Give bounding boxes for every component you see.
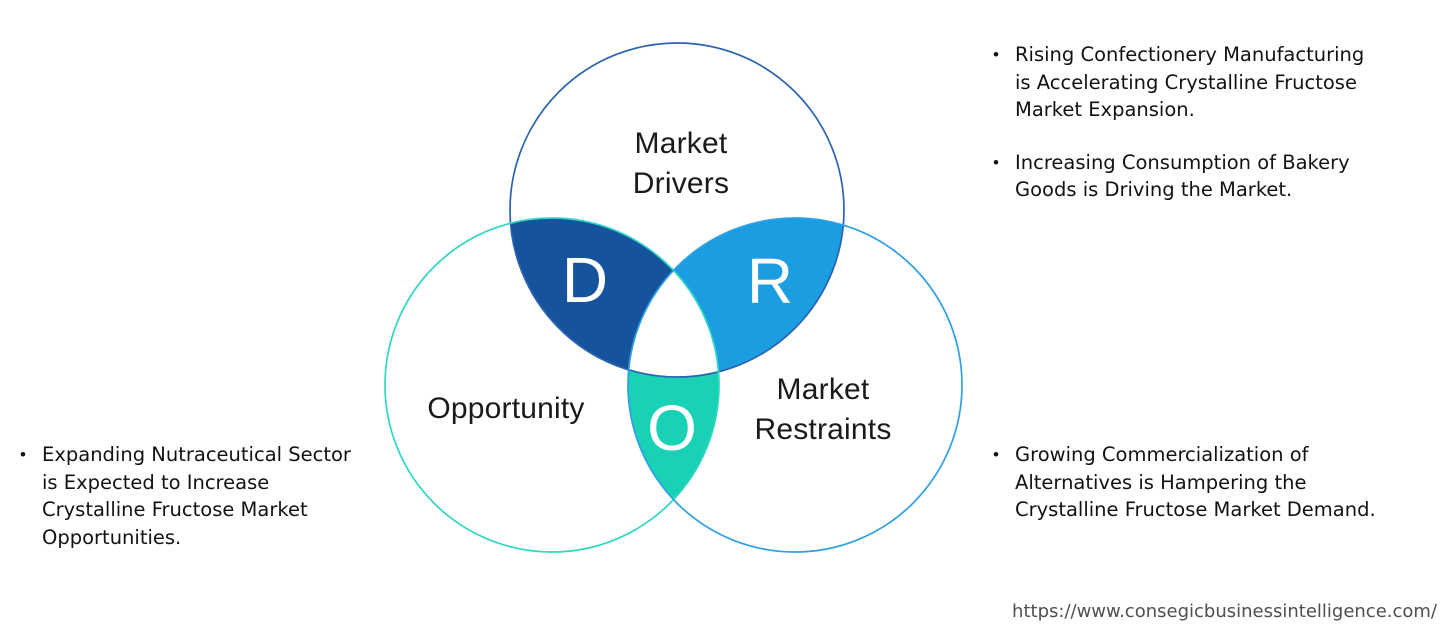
bullet-icon: • — [993, 152, 999, 172]
label-market-restraints: Market Restraints — [754, 373, 892, 446]
source-url: https://www.consegicbusinessintelligence… — [1012, 601, 1437, 622]
driver-note-text-1: Rising Confectionery Manufacturing is Ac… — [1015, 43, 1365, 121]
bullet-list-driver-notes: • Rising Confectionery Manufacturing is … — [993, 41, 1423, 204]
list-item: • Increasing Consumption of Bakery Goods… — [993, 149, 1423, 204]
restraint-note-text: Growing Commercialization of Alternative… — [1015, 443, 1376, 521]
bullet-icon: • — [993, 445, 999, 464]
letter-d: D — [561, 244, 609, 316]
bullet-icon: • — [993, 45, 999, 64]
drivers-circle-outline — [509, 42, 845, 378]
driver-note-text-2: Increasing Consumption of Bakery Goods i… — [1015, 150, 1350, 202]
bullet-list-opportunity-notes: • Expanding Nutraceutical Sector is Expe… — [20, 441, 395, 551]
list-item: • Expanding Nutraceutical Sector is Expe… — [20, 441, 395, 551]
label-market-drivers: Market Drivers — [632, 127, 730, 200]
list-item: • Growing Commercialization of Alternati… — [993, 441, 1433, 524]
label-opportunity: Opportunity — [427, 392, 585, 425]
list-item: • Rising Confectionery Manufacturing is … — [993, 41, 1423, 124]
opportunity-circle-outline — [384, 217, 720, 553]
restraints-circle-outline — [627, 217, 963, 553]
letter-r: R — [746, 245, 794, 317]
letter-o: O — [647, 392, 697, 464]
bullet-icon: • — [20, 445, 26, 464]
bullet-list-restraint-notes: • Growing Commercialization of Alternati… — [993, 441, 1433, 524]
opportunity-note-text: Expanding Nutraceutical Sector is Expect… — [42, 443, 351, 549]
